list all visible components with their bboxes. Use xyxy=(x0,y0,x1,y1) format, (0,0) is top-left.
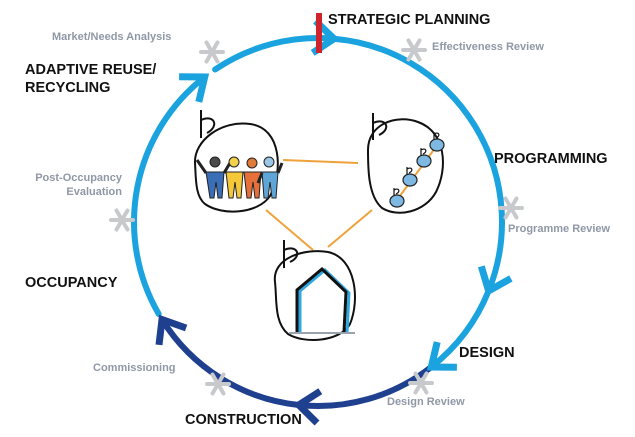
arrowhead-programming-icon xyxy=(477,265,513,297)
asterisk-effectiveness-icon xyxy=(401,38,427,62)
connector-people-house xyxy=(265,209,314,251)
review-post-occupancy-line2: Evaluation xyxy=(66,186,122,198)
arrowhead-reuse-icon xyxy=(179,73,210,103)
cycle-arc-programming-to-design xyxy=(428,287,492,370)
connector-lines xyxy=(265,159,373,251)
cycle-arc-strategic-to-programming xyxy=(331,35,505,294)
asterisk-post-occupancy-icon xyxy=(109,208,135,232)
stage-adaptive-reuse-line1: ADAPTIVE REUSE/ xyxy=(25,62,157,78)
house-outline-icon xyxy=(273,240,356,341)
asterisk-commissioning-icon xyxy=(205,372,231,396)
stage-occupancy: OCCUPANCY xyxy=(25,275,118,291)
connector-people-steps xyxy=(282,159,359,164)
review-programme: Programme Review xyxy=(508,223,611,235)
asterisk-market-needs-icon xyxy=(199,40,225,64)
review-effectiveness: Effectiveness Review xyxy=(432,41,544,53)
stage-programming: PROGRAMMING xyxy=(494,151,608,167)
stage-construction: CONSTRUCTION xyxy=(185,412,302,428)
people-group-icon xyxy=(193,110,284,213)
asterisk-programme-review-icon xyxy=(498,196,524,220)
process-steps-icon xyxy=(366,113,445,214)
stage-strategic-planning: STRATEGIC PLANNING xyxy=(328,12,491,28)
start-marker xyxy=(316,13,322,53)
cycle-arc-construction-to-occupancy xyxy=(159,316,302,408)
stage-adaptive-reuse-line2: RECYCLING xyxy=(25,80,111,96)
connector-steps-house xyxy=(327,209,373,248)
cycle-arc-occupancy-to-reuse xyxy=(131,74,208,317)
review-design: Design Review xyxy=(387,396,465,408)
review-market-needs: Market/Needs Analysis xyxy=(52,31,172,43)
asterisk-design-review-icon xyxy=(408,371,434,395)
arrowhead-design-icon xyxy=(426,341,457,371)
review-post-occupancy-line1: Post-Occupancy xyxy=(35,172,122,184)
stage-design: DESIGN xyxy=(459,345,515,361)
review-commissioning: Commissioning xyxy=(93,362,176,374)
arrowhead-construction-icon xyxy=(293,388,323,426)
arrowhead-occupancy-icon xyxy=(155,314,188,346)
